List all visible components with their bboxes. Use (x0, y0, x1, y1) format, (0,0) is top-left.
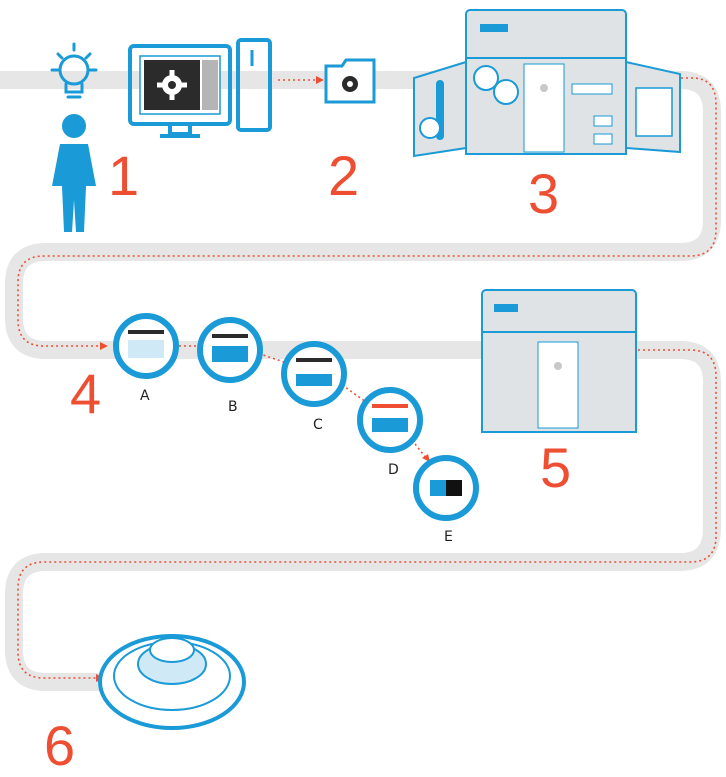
stage-b-icon (197, 317, 263, 383)
stage-e-label: E (444, 529, 453, 545)
stage-a-label: A (140, 388, 150, 404)
flow-arrow-de (422, 454, 430, 462)
step-5-number: 5 (540, 436, 572, 499)
step-2-number: 2 (328, 144, 360, 207)
step-1-number: 1 (108, 144, 140, 207)
flow-line-5 (17, 349, 717, 679)
flow-line-de (411, 439, 427, 459)
stage-c-label: C (313, 417, 323, 433)
flow-arrow-4 (100, 342, 108, 350)
stage-b-label: B (228, 399, 238, 415)
person-icon (52, 114, 96, 232)
stage-a-icon (113, 313, 179, 379)
stage-d-icon (357, 387, 423, 453)
process-band (0, 71, 721, 691)
step-3-number: 3 (528, 162, 560, 225)
stage-c-icon (281, 341, 347, 407)
processing-station-icon (413, 9, 681, 158)
step-6-number: 6 (44, 714, 76, 777)
printed-part-icon (98, 634, 246, 730)
stage-d-label: D (388, 462, 399, 478)
flow-arrow-2 (316, 76, 324, 84)
file-gear-icon (324, 58, 376, 104)
stage-e-icon (413, 455, 479, 521)
lightbulb-icon (50, 42, 98, 99)
step-4-number: 4 (70, 362, 102, 425)
printer-icon (481, 289, 637, 433)
computer-icon (128, 38, 272, 138)
